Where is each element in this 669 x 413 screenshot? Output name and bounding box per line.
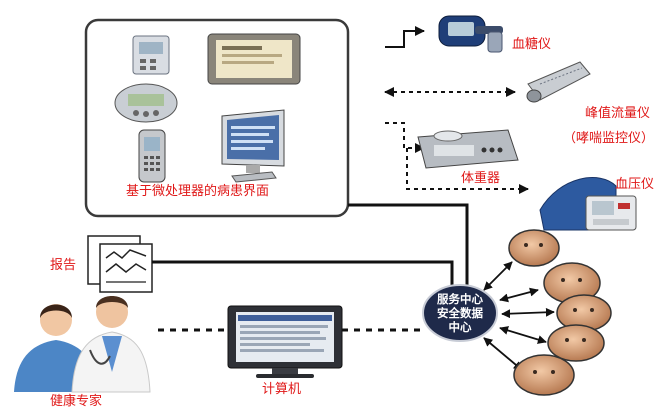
computer-icon xyxy=(228,306,342,378)
mobile-phone-icon xyxy=(139,130,165,182)
health-experts-label: 健康专家 xyxy=(50,394,102,410)
health-experts-photo xyxy=(14,296,150,392)
peak-flow-meter-label: 峰值流量仪 xyxy=(585,106,650,122)
report-icon xyxy=(88,236,152,292)
peak-flow-meter-icon xyxy=(527,62,590,102)
computer-label: 计算机 xyxy=(262,382,301,398)
glucose-meter-label: 血糖仪 xyxy=(512,37,551,53)
handheld-meter-icon xyxy=(133,36,169,74)
face-photo xyxy=(548,325,604,361)
hub-label-line2: 安全数据 xyxy=(423,307,497,320)
report-label: 报告 xyxy=(50,258,76,274)
glucose-meter-icon xyxy=(439,16,503,52)
hub-label-line3: 中心 xyxy=(423,321,497,334)
weighing-scale-icon xyxy=(418,130,518,168)
hub-label-line1: 服务中心 xyxy=(423,293,497,306)
blood-pressure-meter-label: 血压仪 xyxy=(615,177,654,193)
scale-label: 体重器 xyxy=(461,171,500,187)
peak-flow-meter-sublabel: （哮喘监控仪） xyxy=(563,131,654,147)
face-photo xyxy=(509,230,559,266)
monitor-device-icon xyxy=(115,84,177,122)
face-photo xyxy=(514,355,574,395)
patient-interface-label: 基于微处理器的病患界面 xyxy=(126,184,269,200)
tablet-icon xyxy=(208,34,300,84)
